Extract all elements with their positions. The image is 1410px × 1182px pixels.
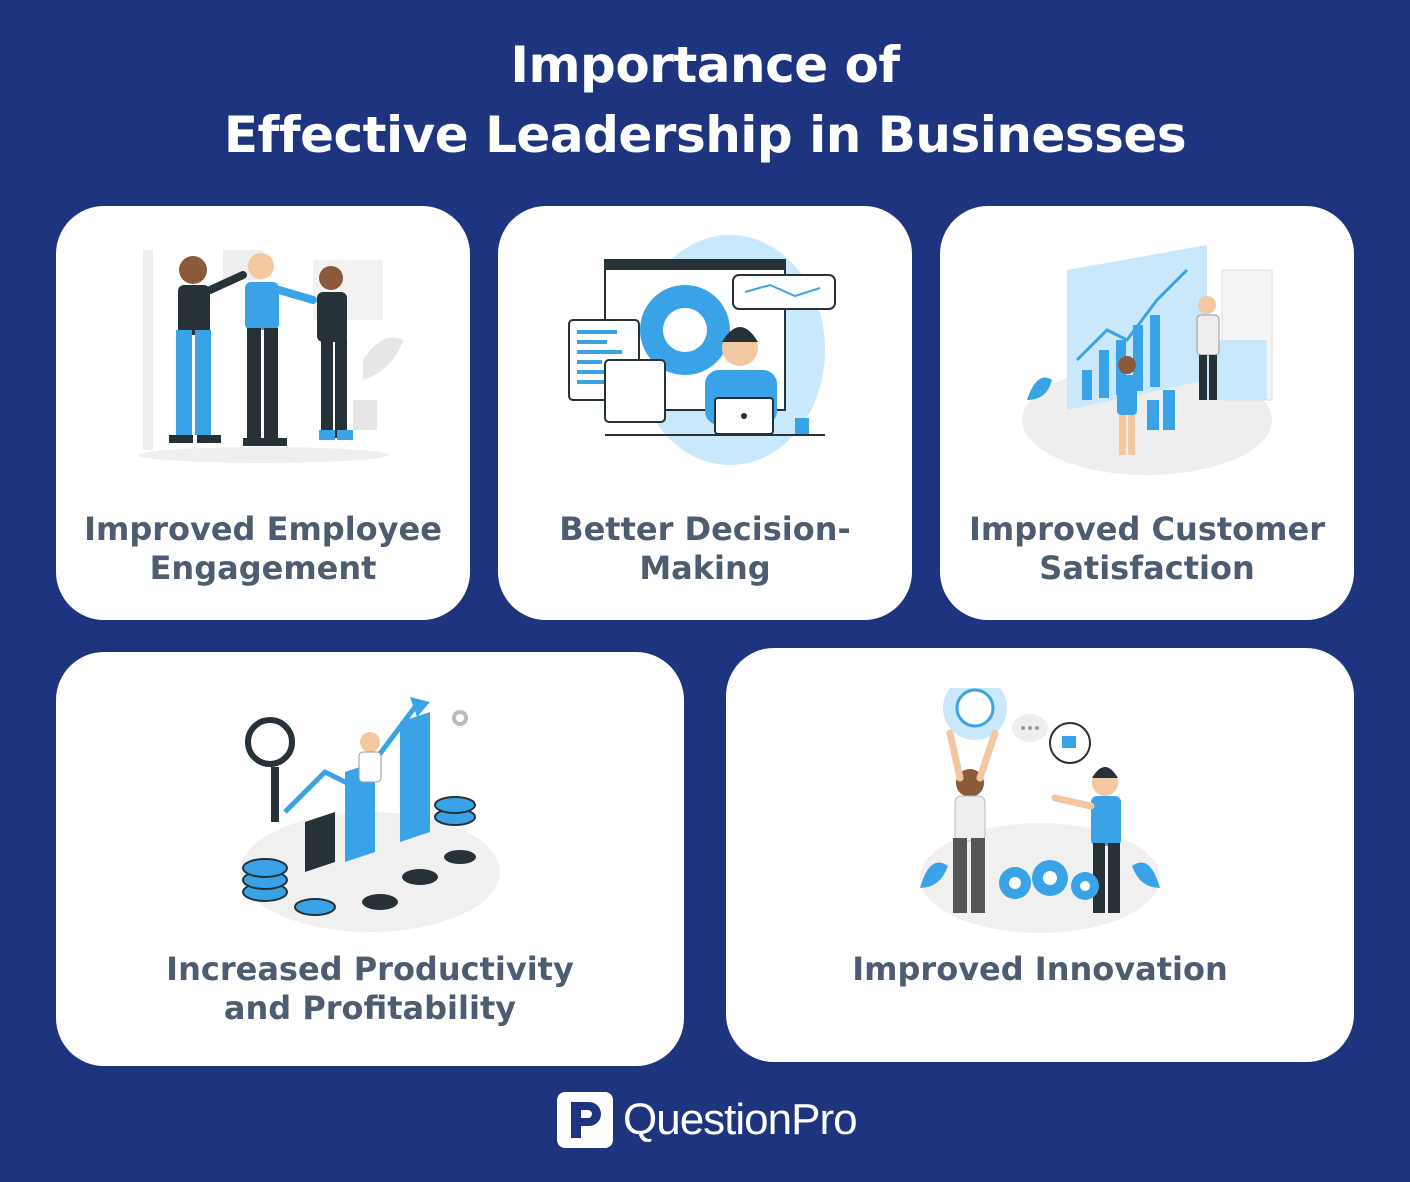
card-label: Improved Innovation (852, 950, 1228, 988)
title-line-1: Importance of (510, 36, 900, 94)
card-innovation: Improved Innovation (726, 648, 1354, 1062)
page-title: Importance of Effective Leadership in Bu… (0, 30, 1410, 170)
brand-logo: QuestionPro (557, 1092, 858, 1148)
card-label: Improved Employee Engagement (84, 510, 442, 587)
profit-growth-illustration (56, 692, 684, 952)
innovation-lightbulb-illustration (726, 688, 1354, 948)
decision-making-illustration (498, 230, 912, 490)
questionpro-logo-icon (557, 1092, 613, 1148)
title-line-2: Effective Leadership in Businesses (223, 106, 1187, 164)
card-decision-making: Better Decision- Making (498, 206, 912, 620)
card-label: Increased Productivity and Profitability (166, 950, 574, 1027)
card-customer-satisfaction: Improved Customer Satisfaction (940, 206, 1354, 620)
card-productivity-profitability: Increased Productivity and Profitability (56, 652, 684, 1066)
card-label: Better Decision- Making (559, 510, 851, 587)
customer-satisfaction-illustration (940, 230, 1354, 490)
team-high-five-illustration (56, 230, 470, 490)
brand-name: QuestionPro (623, 1095, 858, 1144)
card-label: Improved Customer Satisfaction (969, 510, 1325, 587)
card-employee-engagement: Improved Employee Engagement (56, 206, 470, 620)
